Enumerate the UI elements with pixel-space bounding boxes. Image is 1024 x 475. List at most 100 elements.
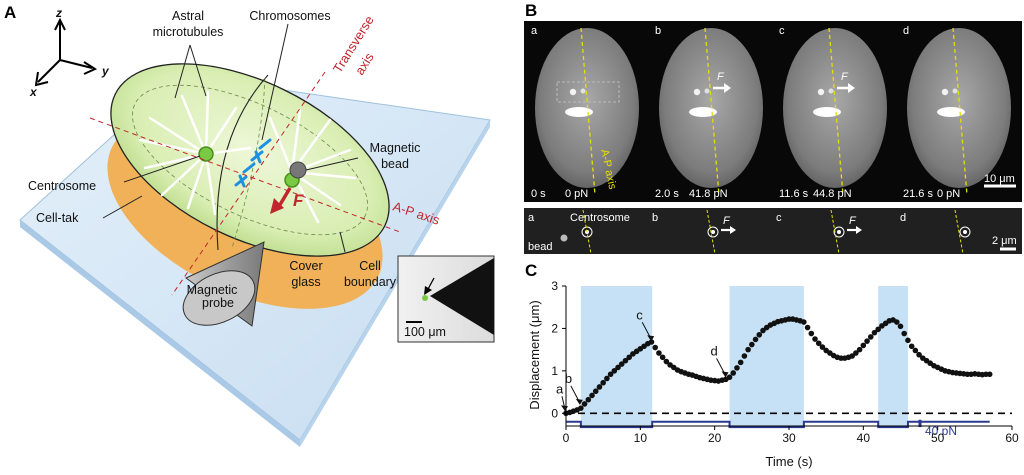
data-point: [581, 401, 588, 407]
inset-bead: [422, 295, 428, 301]
strip-ap-axis: [582, 209, 592, 255]
data-point: [986, 371, 993, 378]
data-point: [916, 351, 922, 358]
annotation-label: b: [565, 371, 572, 386]
data-point: [875, 326, 881, 333]
probe-inset: 100 μm: [397, 255, 495, 343]
celltak-label: Cell-tak: [36, 211, 79, 225]
y-axis-label: Displacement (μm): [527, 300, 542, 409]
frame-force: 44.8 pN: [813, 188, 852, 200]
data-point: [745, 346, 751, 353]
scale-label-10um: 10 μm: [984, 173, 1015, 185]
bead-signal: [952, 88, 958, 94]
data-point: [626, 354, 632, 361]
y-tick-label: 1: [551, 364, 558, 378]
y-tick-label: 0: [551, 406, 558, 420]
x-tick-label: 10: [634, 431, 648, 445]
force-label: F: [841, 71, 849, 83]
force-on-interval: [729, 286, 804, 426]
x-axis-label: Time (s): [765, 454, 812, 469]
data-point: [864, 338, 870, 344]
data-point: [756, 331, 763, 338]
strip-bead-label: bead: [528, 241, 552, 253]
bead-signal: [704, 88, 710, 94]
data-point: [659, 354, 666, 361]
strip-centrosome-ring: [959, 226, 971, 238]
strip-centrosome-ring: [581, 226, 593, 238]
annotation-arrowhead: [647, 335, 655, 342]
leader-lines: [102, 23, 359, 253]
force-trace: [566, 420, 990, 429]
centrosome-signal: [693, 88, 701, 96]
data-point: [815, 340, 822, 347]
strip-centrosome-ring: [707, 226, 719, 238]
cover-glass-label-line1: Cover: [289, 259, 322, 273]
strip-ap-axis: [830, 209, 840, 255]
frame-time: 0 s: [531, 188, 546, 200]
x-tick-label: 60: [1005, 431, 1019, 445]
annotation-label: d: [711, 343, 718, 358]
data-point: [871, 329, 878, 336]
data-point: [652, 344, 658, 351]
strip-centrosome-dot: [711, 230, 715, 234]
x-tick-label: 40: [857, 431, 871, 445]
y-tick-label: 2: [551, 321, 558, 335]
annotation-arrowhead: [721, 371, 729, 378]
frame-tag: c: [779, 25, 785, 37]
z-axis-label: z: [55, 6, 62, 20]
frame-time: 11.6 s: [779, 188, 809, 200]
data-point: [734, 365, 740, 371]
data-point: [585, 396, 592, 403]
spindle-signal: [937, 107, 965, 117]
cover-glass-label-line2: glass: [291, 275, 320, 289]
centrosome-signal: [941, 88, 949, 96]
data-point: [752, 336, 759, 343]
strip-tag: d: [900, 212, 906, 224]
data-point: [600, 379, 606, 386]
data-point: [656, 350, 662, 356]
panel-b-letter: B: [525, 1, 537, 20]
force-on-interval: [580, 286, 653, 426]
x-axis-label: x: [29, 85, 38, 99]
strip-force-label: F: [849, 215, 857, 227]
x-tick-label: 0: [563, 431, 570, 445]
astral-label-line1: Astral: [172, 9, 204, 23]
force-scale-label: 40 pN: [925, 424, 957, 438]
frame-force: 0 pN: [937, 188, 960, 200]
data-point: [604, 375, 610, 382]
transverse-axis-line: [171, 71, 326, 296]
annotation-label: a: [556, 381, 564, 396]
data-point: [905, 337, 911, 344]
probe-label-line2: probe: [202, 296, 234, 310]
bead-signal: [580, 88, 586, 94]
magnetic-probe: [182, 241, 265, 327]
centrosome-strip-bg: [524, 208, 1022, 254]
frame-force: 0 pN: [565, 188, 588, 200]
strip-tag: a: [528, 212, 535, 224]
annotation-arrowhead: [575, 398, 583, 405]
inset-scale-label: 100 μm: [404, 325, 446, 339]
data-point: [648, 339, 655, 345]
strip-ap-axis: [954, 209, 964, 255]
data-point: [808, 330, 815, 337]
data-point: [860, 342, 867, 349]
force-label-a: F: [293, 191, 304, 210]
y-tick-label: 3: [551, 279, 558, 293]
bead-label-line2: bead: [381, 157, 409, 171]
cell-boundary-label-line1: Cell: [359, 259, 381, 273]
chromosomes-label: Chromosomes: [249, 9, 330, 23]
data-point: [801, 319, 807, 325]
strip-bead-spot: [560, 234, 568, 242]
frame-tag: b: [655, 25, 661, 37]
strip-centrosome-dot: [963, 230, 967, 234]
frame-tag: a: [531, 25, 538, 37]
strip-force-label: F: [723, 215, 731, 227]
force-arrowhead: [848, 83, 855, 93]
data-point: [663, 358, 670, 365]
strip-centrosome-ring: [833, 226, 845, 238]
cell-boundary-label-line2: boundary: [344, 275, 397, 289]
coordinate-axes: [34, 17, 98, 87]
data-point: [812, 336, 818, 342]
panel-a-letter: A: [4, 3, 16, 22]
